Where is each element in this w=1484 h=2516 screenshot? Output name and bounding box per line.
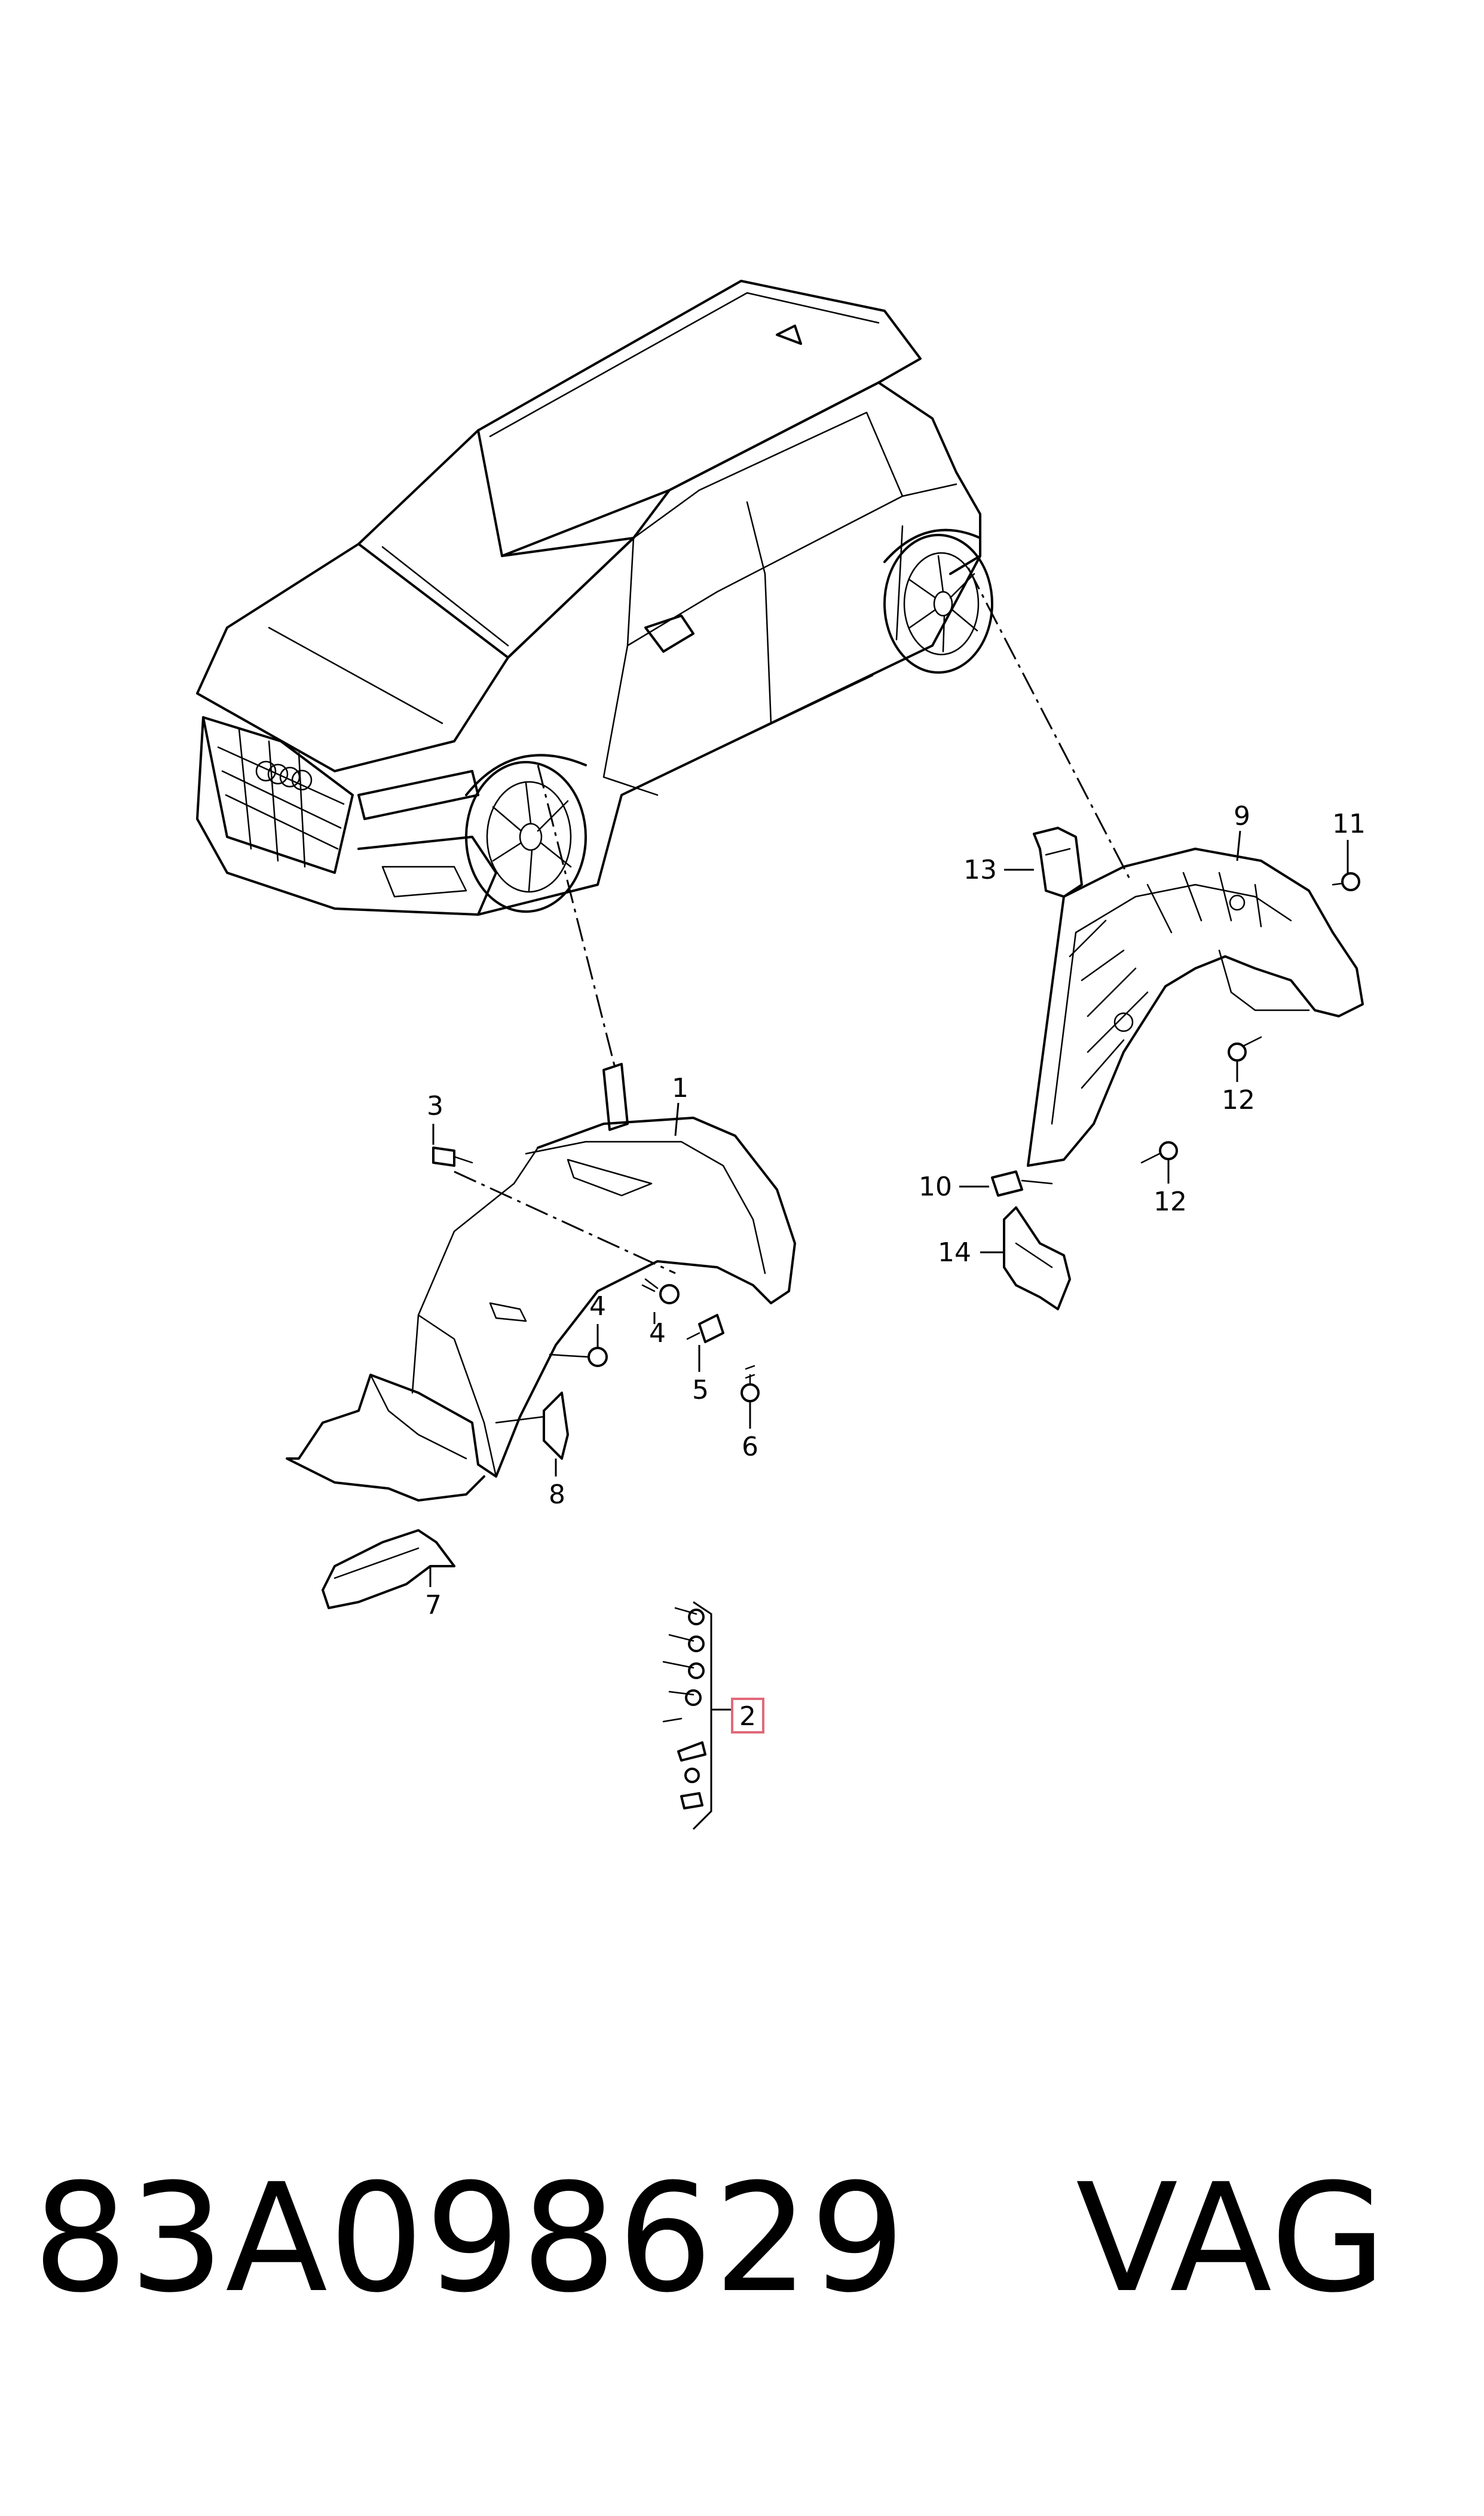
rear-wheel-reference-line [967,567,1131,879]
fastener-10 [991,1170,1053,1197]
part-number: 83A098629 [33,2151,907,2325]
callout-3: 3 [427,1091,443,1121]
callout-2-highlight-box [731,1698,764,1734]
leader-9 [1236,830,1241,861]
fastener-kit [662,1601,732,1830]
callout-8: 8 [549,1479,565,1510]
leader-1 [674,1102,680,1136]
callout-4b: 4 [649,1318,666,1349]
rear-wheel-housing-liner [1027,848,1364,1167]
callout-11: 11 [1332,809,1366,839]
callout-2: 2 [739,1701,756,1732]
audi-rings-logo [255,760,313,791]
part-7-deflector [322,1529,455,1609]
fastener-11 [1332,872,1360,891]
callout-1: 1 [672,1073,689,1103]
vehicle-illustration [196,280,993,916]
callout-4a: 4 [589,1291,606,1322]
fastener-4b [549,1347,608,1367]
part-13-clip [1033,827,1083,898]
rear-wheel [883,528,993,674]
fastener-12b [1140,1141,1178,1164]
front-wheel-housing-liner [286,1063,796,1502]
brand-name: VAG [1076,2151,1388,2325]
callout-14: 14 [938,1237,971,1268]
fastener-6 [741,1365,760,1402]
callout-7: 7 [425,1590,442,1621]
callout-6: 6 [742,1432,758,1462]
callout-13: 13 [963,855,997,885]
fastener-5 [686,1314,724,1343]
part-8-bracket [495,1392,569,1460]
callout-9: 9 [1234,801,1250,831]
fastener-4a [641,1278,680,1304]
front-wheel [465,754,587,913]
front-liner-reference-line [454,1170,676,1274]
callout-5: 5 [692,1375,709,1405]
part-14-bracket [1003,1206,1071,1310]
fastener-3 [432,1147,473,1167]
front-wheel-reference-line [537,765,617,1071]
callout-10: 10 [919,1172,952,1202]
callout-12a: 12 [1222,1085,1255,1115]
fastener-12a [1228,1036,1262,1062]
callout-12b: 12 [1153,1187,1187,1217]
